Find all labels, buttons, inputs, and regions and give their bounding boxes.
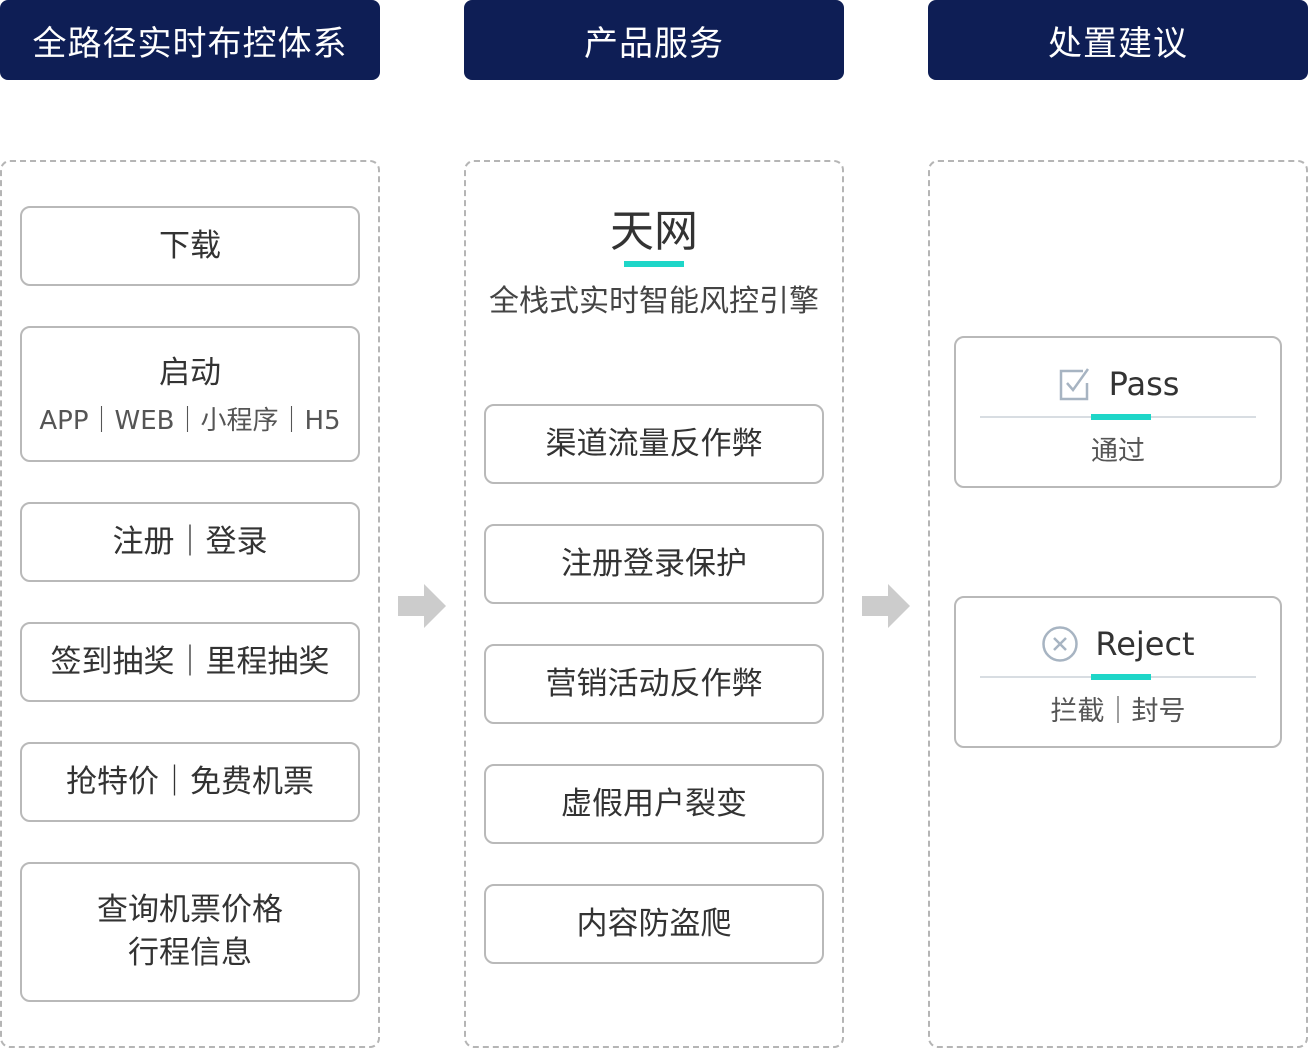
scenario-label: 下载 <box>159 227 221 264</box>
product-column <box>464 160 844 1048</box>
product-tagline: 全栈式实时智能风控引擎 <box>489 284 819 319</box>
result-accent <box>1091 674 1151 680</box>
scenario-download: 下载 <box>20 206 360 286</box>
service-label: 内容防盗爬 <box>576 905 732 942</box>
result-accent <box>1091 414 1151 420</box>
result-pass-label: Pass <box>1108 365 1180 403</box>
circle-x-icon <box>1042 626 1079 662</box>
scenario-label: 签到抽奖｜里程抽奖 <box>50 643 330 680</box>
header-product-services: 产品服务 <box>464 0 844 80</box>
scenario-label: 启动 <box>159 354 221 391</box>
scenario-flight-query: 查询机票价格 行程信息 <box>20 862 360 1002</box>
product-name-underline <box>624 261 684 267</box>
service-label: 营销活动反作弊 <box>545 665 763 702</box>
service-content-anti-crawl: 内容防盗爬 <box>484 884 824 964</box>
scenario-launch: 启动 APP｜WEB｜小程序｜H5 <box>20 326 360 462</box>
service-marketing-anti-fraud: 营销活动反作弊 <box>484 644 824 724</box>
scenario-label: 抢特价｜免费机票 <box>66 763 314 800</box>
scenario-column <box>0 160 380 1048</box>
result-reject-head: Reject <box>956 622 1280 666</box>
service-label: 虚假用户裂变 <box>561 785 747 822</box>
service-channel-anti-fraud: 渠道流量反作弊 <box>484 404 824 484</box>
service-label: 渠道流量反作弊 <box>545 425 763 462</box>
result-reject-sub: 拦截｜封号 <box>1050 696 1186 727</box>
result-pass-sub: 通过 <box>1091 436 1145 467</box>
scenario-register-login: 注册｜登录 <box>20 502 360 582</box>
header-realtime-control-system: 全路径实时布控体系 <box>0 0 380 80</box>
service-register-login-protection: 注册登录保护 <box>484 524 824 604</box>
scenario-lottery: 签到抽奖｜里程抽奖 <box>20 622 360 702</box>
result-reject-label: Reject <box>1095 625 1195 663</box>
scenario-special-offer: 抢特价｜免费机票 <box>20 742 360 822</box>
scenario-label: 查询机票价格 行程信息 <box>97 891 283 971</box>
product-name: 天网 <box>610 206 698 257</box>
scenario-platforms: APP｜WEB｜小程序｜H5 <box>39 405 341 436</box>
service-fake-user-fission: 虚假用户裂变 <box>484 764 824 844</box>
arrow-right-icon <box>398 584 446 628</box>
arrow-right-icon <box>862 584 910 628</box>
result-reject: Reject 拦截｜封号 <box>954 596 1282 748</box>
header-disposal-advice: 处置建议 <box>928 0 1308 80</box>
result-column <box>928 160 1308 1048</box>
result-pass-head: Pass <box>956 362 1280 406</box>
service-label: 注册登录保护 <box>561 545 747 582</box>
result-pass: Pass 通过 <box>954 336 1282 488</box>
scenario-label: 注册｜登录 <box>112 523 268 560</box>
checkbox-check-icon <box>1059 368 1089 401</box>
